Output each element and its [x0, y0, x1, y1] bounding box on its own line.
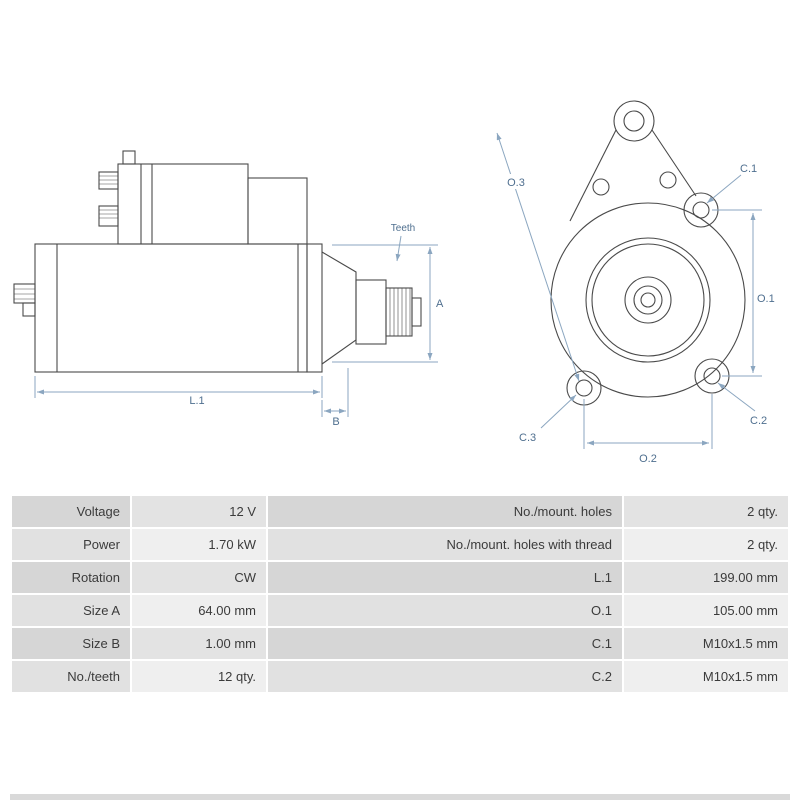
- top-lobe-hole: [623, 110, 645, 132]
- solenoid-top-stud: [122, 150, 136, 165]
- dim-c2-leader: [717, 382, 756, 412]
- hub-ring: [624, 276, 672, 324]
- motor-front-view: [550, 100, 746, 406]
- dim-c3-leader: [540, 394, 577, 429]
- spec-value-cell: 105.00 mm: [624, 595, 788, 626]
- table-row: No./teeth 12 qty. C.2 M10x1.5 mm: [12, 661, 788, 692]
- hole-bottom-left: [575, 379, 593, 397]
- terminal-nut: [22, 302, 36, 317]
- lobe-left-edge: [569, 129, 617, 222]
- bore-ring-outer: [585, 237, 711, 363]
- spec-value-cell: 2 qty.: [624, 496, 788, 527]
- spec-value-cell: M10x1.5 mm: [624, 628, 788, 659]
- upper-hole-right: [659, 171, 677, 189]
- solenoid: [117, 163, 249, 245]
- spec-label-cell: L.1: [268, 562, 622, 593]
- motor-body: [34, 243, 308, 373]
- spec-label-cell: No./mount. holes: [268, 496, 622, 527]
- spec-value-cell: CW: [132, 562, 266, 593]
- shaft-ring: [633, 285, 663, 315]
- spec-value-cell: 64.00 mm: [132, 595, 266, 626]
- cropped-bottom-strip: [10, 794, 790, 800]
- spec-value-cell: M10x1.5 mm: [624, 661, 788, 692]
- spec-value-cell: 1.00 mm: [132, 628, 266, 659]
- spec-value-cell: 12 qty.: [132, 661, 266, 692]
- spec-value-cell: 2 qty.: [624, 529, 788, 560]
- stud-threads: [14, 288, 35, 300]
- lobe-right-edge: [651, 129, 697, 197]
- gear-teeth-lines: [389, 288, 411, 336]
- front-view-dimensions: O.3 O.1 O.2 C.1 C.2 C.3: [496, 132, 775, 465]
- dim-o1-label: O.1: [757, 293, 775, 305]
- bore-ring-inner: [591, 243, 705, 357]
- dim-c3-label: C.3: [519, 432, 536, 444]
- table-row: Rotation CW L.1 199.00 mm: [12, 562, 788, 593]
- flange-outline: [550, 202, 746, 398]
- terminal-1-threads: [99, 175, 118, 185]
- dim-o3-label: O.3: [507, 177, 525, 189]
- teeth-label: Teeth: [391, 223, 415, 234]
- spec-label-cell: Voltage: [12, 496, 130, 527]
- upper-hole-left: [592, 178, 610, 196]
- spec-value-cell: 1.70 kW: [132, 529, 266, 560]
- top-lobe-outline: [613, 100, 655, 142]
- mount-flange: [306, 243, 323, 373]
- teeth-leader-line: [395, 235, 402, 262]
- nose-cone: [321, 251, 357, 365]
- table-row: Size A 64.00 mm O.1 105.00 mm: [12, 595, 788, 626]
- side-view-dimensions: Teeth A L.1 B: [34, 223, 444, 428]
- spec-table: Voltage 12 V No./mount. holes 2 qty. Pow…: [10, 494, 790, 694]
- spec-value-cell: 12 V: [132, 496, 266, 527]
- dim-a-label: A: [436, 298, 444, 310]
- technical-drawings: Teeth A L.1 B: [13, 100, 775, 465]
- dim-b-label: B: [332, 416, 339, 428]
- terminal-stud: [13, 283, 36, 304]
- starter-motor-drawing: Teeth A L.1 B: [13, 100, 775, 465]
- solenoid-terminal-1: [98, 171, 119, 190]
- motor-side-view: [13, 150, 422, 373]
- spec-label-cell: O.1: [268, 595, 622, 626]
- pinion-housing: [355, 279, 387, 345]
- table-row: Size B 1.00 mm C.1 M10x1.5 mm: [12, 628, 788, 659]
- spec-label-cell: C.2: [268, 661, 622, 692]
- spec-label-cell: No./mount. holes with thread: [268, 529, 622, 560]
- spec-value-cell: 199.00 mm: [624, 562, 788, 593]
- drive-housing: [247, 177, 308, 245]
- spec-label-cell: C.1: [268, 628, 622, 659]
- solenoid-terminal-2: [98, 205, 119, 227]
- table-row: Power 1.70 kW No./mount. holes with thre…: [12, 529, 788, 560]
- hole-top-right: [692, 201, 710, 219]
- terminal-2-threads: [99, 209, 118, 219]
- shaft-center: [640, 292, 656, 308]
- spec-label-cell: Size A: [12, 595, 130, 626]
- shaft-tip: [411, 297, 422, 327]
- hole-bottom-right: [703, 367, 721, 385]
- dim-l1-label: L.1: [189, 395, 204, 407]
- spec-label-cell: No./teeth: [12, 661, 130, 692]
- dim-c1-label: C.1: [740, 163, 757, 175]
- spec-label-cell: Rotation: [12, 562, 130, 593]
- dim-o3-label-bg: [501, 174, 532, 189]
- dim-o2-label: O.2: [639, 453, 657, 465]
- spec-label-cell: Size B: [12, 628, 130, 659]
- spec-label-cell: Power: [12, 529, 130, 560]
- dim-c1-leader: [706, 174, 742, 204]
- table-row: Voltage 12 V No./mount. holes 2 qty.: [12, 496, 788, 527]
- dim-o3-line: [496, 132, 580, 382]
- dim-c2-label: C.2: [750, 415, 767, 427]
